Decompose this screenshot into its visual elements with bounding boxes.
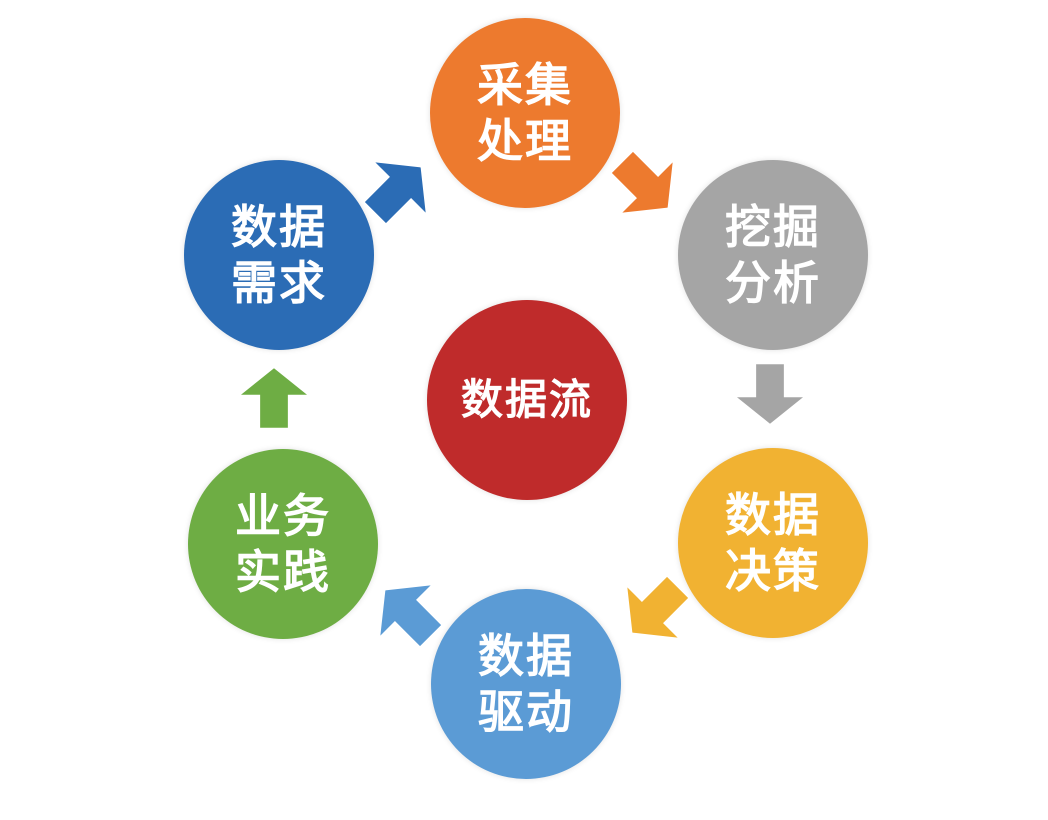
node-label: 数据流 bbox=[460, 376, 593, 424]
node-data-decision: 数据 决策 bbox=[678, 448, 868, 638]
flow-arrow-southeast-icon bbox=[611, 151, 673, 213]
flow-arrow-north-icon bbox=[241, 368, 307, 428]
node-collect-process: 采集 处理 bbox=[430, 18, 620, 208]
flow-arrow-northeast-icon bbox=[364, 162, 426, 224]
node-label-line: 驱动 bbox=[478, 686, 574, 738]
node-mine-analyze: 挖掘 分析 bbox=[678, 160, 868, 350]
node-label-line: 数据 bbox=[478, 629, 574, 682]
node-label-line: 业务 bbox=[235, 489, 331, 542]
node-business-practice: 业务 实践 bbox=[188, 449, 378, 639]
node-label-line: 分析 bbox=[725, 257, 821, 309]
node-label-line: 挖掘 bbox=[725, 200, 821, 253]
flow-arrow-south-icon bbox=[737, 364, 803, 424]
node-label-line: 处理 bbox=[477, 115, 573, 167]
flow-arrow-southwest-icon bbox=[627, 576, 689, 638]
node-label-line: 需求 bbox=[231, 257, 327, 309]
flow-arrow-northwest-icon bbox=[380, 585, 442, 647]
node-label-line: 决策 bbox=[725, 545, 821, 597]
node-data-flow: 数据流 bbox=[427, 300, 627, 500]
node-label-line: 数据 bbox=[725, 488, 821, 541]
node-label-line: 数据 bbox=[231, 200, 327, 253]
node-data-driven: 数据 驱动 bbox=[431, 589, 621, 779]
node-label-line: 实践 bbox=[235, 546, 331, 598]
node-data-demand: 数据 需求 bbox=[184, 160, 374, 350]
node-label-line: 采集 bbox=[477, 58, 573, 111]
